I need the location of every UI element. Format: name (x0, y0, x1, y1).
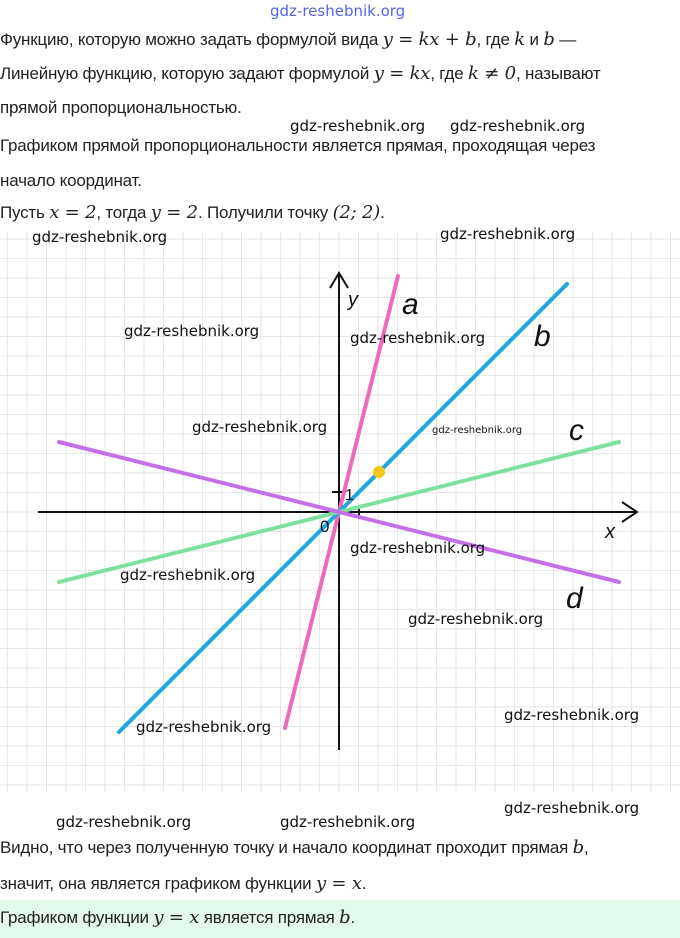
watermark: gdz-reshebnik.org (350, 539, 486, 557)
paragraph-5: начало координат. (0, 171, 142, 190)
point-2-2 (373, 466, 385, 478)
paragraph-3: прямой пропорциональностью. (0, 98, 242, 117)
x-axis-arrow (621, 501, 639, 523)
watermark: gdz-reshebnik.org (350, 329, 486, 347)
line-d (57, 440, 621, 584)
formula: y = kx (373, 63, 431, 84)
formula: (2; 2) (332, 202, 381, 223)
highlight-box (0, 900, 680, 938)
paragraph-1: Функцию, которую можно задать формулой в… (0, 30, 576, 50)
label-b: b (534, 320, 551, 353)
formula: k ≠ 0 (468, 63, 516, 84)
paragraph-6: Пусть x = 2, тогда y = 2. Получили точку… (0, 203, 385, 223)
text: является прямая (199, 908, 340, 927)
text: Графиком функции (0, 908, 154, 927)
watermark: gdz-reshebnik.org (124, 322, 260, 340)
text: Линейную функцию, которую задают формуло… (0, 64, 374, 83)
paragraph-7: Видно, что через полученную точку и нача… (0, 838, 589, 858)
watermark: gdz-reshebnik.org (440, 225, 576, 243)
formula: y = kx + b (382, 29, 477, 50)
formula: b (543, 29, 555, 50)
paragraph-2: Линейную функцию, которую задают формуло… (0, 64, 601, 84)
text: . (380, 203, 385, 222)
x-label: x (604, 521, 616, 543)
text: , где (430, 64, 469, 83)
watermark: gdz-reshebnik.org (504, 799, 640, 817)
watermark: gdz-reshebnik.org (432, 425, 523, 436)
text: Видно, что через полученную точку и нача… (0, 838, 573, 857)
formula: k (514, 29, 526, 50)
formula: b (572, 837, 585, 858)
tick-label: 1 (345, 487, 354, 504)
watermark: gdz-reshebnik.org (192, 418, 328, 436)
y-axis-arrow (329, 271, 349, 289)
watermark: gdz-reshebnik.org (504, 706, 640, 724)
watermark: gdz-reshebnik.org (450, 117, 586, 135)
watermark: gdz-reshebnik.org (136, 718, 272, 736)
text: . Получили точку (197, 203, 333, 222)
watermark: gdz-reshebnik.org (290, 117, 426, 135)
line-a (283, 274, 400, 730)
paragraph-8: значит, она является графиком функции y … (0, 873, 367, 894)
watermark-link[interactable]: gdz-reshebnik.org (270, 2, 406, 20)
text: Функцию, которую можно задать формулой в… (0, 30, 383, 49)
watermark: gdz-reshebnik.org (408, 610, 544, 628)
formula: y = x (315, 873, 362, 894)
formula: x = 2 (49, 202, 97, 223)
origin-label: 0 (320, 517, 329, 536)
formula: y = x (153, 907, 200, 928)
line-b (117, 282, 569, 734)
label-a: a (402, 288, 419, 321)
text: и (525, 30, 544, 49)
paragraph-9: Графиком функции y = x является прямая b… (0, 908, 355, 928)
text: . (350, 908, 355, 927)
text: , где (476, 30, 515, 49)
paragraph-4: Графиком прямой пропорциональности являе… (0, 136, 596, 155)
graph: a b c d y x 01 (0, 232, 680, 792)
watermark: gdz-reshebnik.org (32, 228, 168, 246)
watermark: gdz-reshebnik.org (56, 813, 192, 831)
watermark: gdz-reshebnik.org (280, 813, 416, 831)
text: , называют (515, 64, 601, 83)
text: . (361, 874, 367, 893)
text: значит, она является графиком функции (0, 874, 316, 893)
text: , тогда (96, 203, 151, 222)
watermark: gdz-reshebnik.org (120, 566, 256, 584)
formula: y = 2 (150, 202, 198, 223)
formula: b (339, 907, 351, 928)
label-d: d (566, 582, 584, 615)
text: Пусть (0, 203, 50, 222)
label-c: c (569, 414, 584, 447)
y-label: y (346, 289, 359, 311)
text: , (584, 838, 589, 857)
text: — (554, 30, 577, 49)
